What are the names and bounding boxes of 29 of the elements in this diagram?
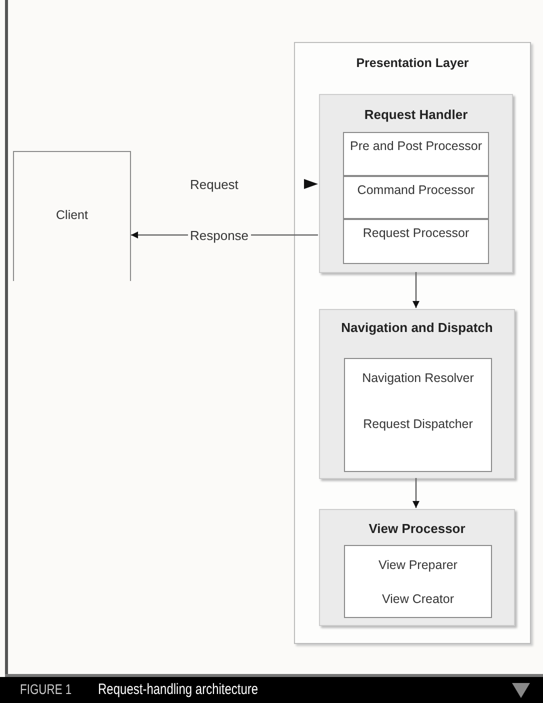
node-label: Navigation Resolver — [361, 371, 475, 386]
node-label: View Preparer — [378, 558, 458, 573]
node-label: Request Dispatcher — [362, 417, 474, 432]
process-box — [343, 132, 489, 176]
layer-panel — [294, 42, 531, 644]
node-label: Request Processor — [362, 226, 470, 241]
figure-caption: Request-handling architecture — [98, 681, 258, 698]
client-box — [13, 151, 131, 281]
component-panel — [319, 309, 515, 479]
panel-heading: Presentation Layer — [355, 56, 470, 71]
arrowhead — [304, 179, 318, 189]
flow-label: Request — [188, 177, 240, 192]
node-label: Client — [55, 208, 89, 223]
component-panel — [319, 94, 513, 273]
panel-heading: Navigation and Dispatch — [340, 320, 494, 335]
arrow — [412, 478, 420, 508]
process-box — [344, 358, 492, 472]
panel-heading: View Processor — [368, 521, 466, 536]
process-box — [344, 545, 492, 618]
process-box — [343, 219, 489, 264]
edge-label: Response — [188, 228, 251, 243]
component-panel — [319, 509, 515, 626]
panel-heading: Request Handler — [363, 107, 469, 122]
process-box — [343, 176, 489, 219]
figure-number: FIGURE 1 — [20, 681, 72, 697]
node-label: Pre and Post Processor — [348, 139, 483, 154]
arrow — [412, 272, 420, 308]
node-label: View Creator — [380, 592, 456, 607]
node-label: Command Processor — [356, 183, 476, 198]
